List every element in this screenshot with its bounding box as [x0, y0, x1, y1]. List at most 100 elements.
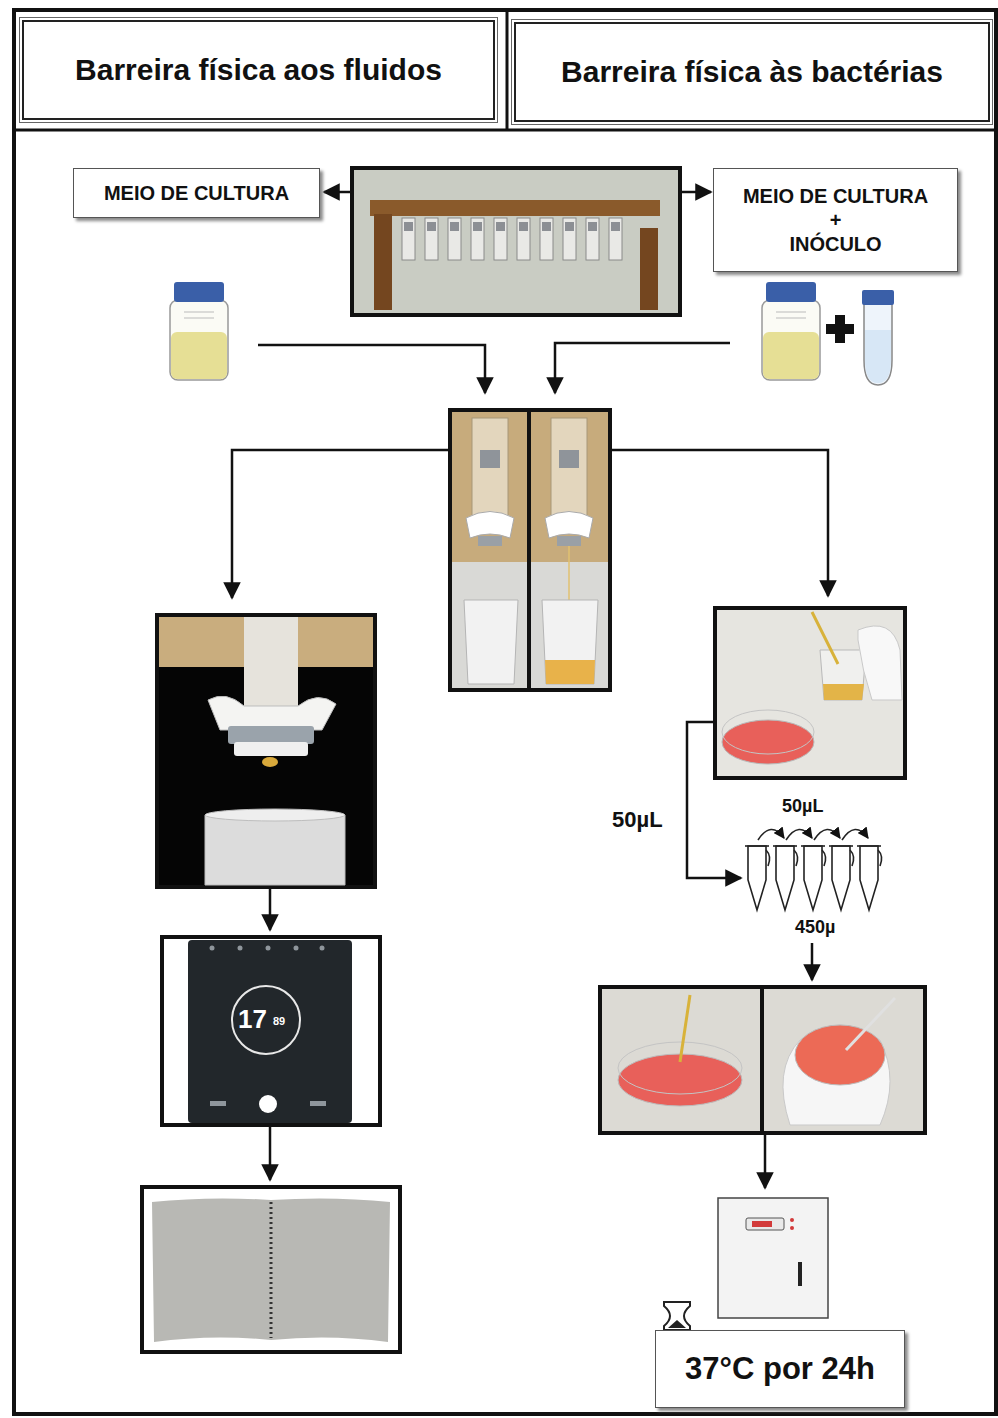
rack-photo-part-part — [540, 218, 553, 260]
rack-photo-part-part — [450, 222, 459, 231]
culture-medium-bottle-part — [763, 332, 819, 379]
microtube-dilution-series-part-part — [878, 850, 882, 866]
microtube-dilution-series-part — [745, 846, 882, 866]
plating-photos-part — [760, 987, 764, 1133]
rack-photo-part-part — [496, 222, 505, 231]
timer-reading: 89 — [273, 1015, 285, 1027]
volume-label: 50µL — [782, 797, 823, 817]
flow-arrows-part — [680, 191, 711, 194]
medium-inoculum-box: MEIO DE CULTURA+INÓCULO — [713, 168, 958, 272]
fluid-drip-photo-part — [244, 617, 298, 707]
filtration-photo-part — [542, 600, 598, 684]
filtration-photo-part — [480, 450, 500, 468]
outer-frame-part — [506, 10, 509, 130]
microtube-dilution-series-part-part — [758, 829, 784, 840]
hourglass-icon-part — [668, 1320, 686, 1328]
filtration-photo-part — [568, 546, 570, 600]
rack-photo-part-part — [565, 222, 574, 231]
rack-photo-part-part — [563, 218, 576, 260]
incubator-part — [790, 1226, 794, 1230]
rack-photo-part-part — [609, 218, 622, 260]
rack-photo-part-part — [404, 222, 413, 231]
rack-photo-part-part — [517, 218, 530, 260]
notebook-part — [152, 1198, 390, 1342]
filtration-photo — [450, 410, 610, 690]
culture-medium-bottle-part — [184, 312, 214, 313]
plating-photos — [600, 987, 925, 1133]
hourglass-icon-part — [664, 1302, 690, 1330]
rack-photo-part-part — [471, 218, 484, 260]
culture-medium-bottle-part — [184, 318, 214, 319]
plating-photos-part — [618, 1042, 742, 1094]
flow-arrows-part — [687, 722, 741, 878]
stopwatch-phone-part-part — [266, 946, 271, 951]
pipetting-photo — [715, 608, 905, 778]
rack-photo-part-part — [448, 218, 461, 260]
plus-sign — [826, 315, 854, 343]
filtration-photo-part — [527, 410, 531, 690]
microtube-dilution-series-part-part — [745, 845, 769, 847]
microtube-dilution-series-part-part — [748, 846, 766, 910]
rack-photo-part — [404, 222, 620, 231]
fluid-drip-photo-part — [208, 696, 336, 730]
outer-frame-part — [14, 10, 996, 1414]
medium-label-box: MEIO DE CULTURA — [73, 168, 320, 218]
fluid-drip-photo — [157, 615, 375, 887]
box-text: 37°C por 24h — [685, 1350, 875, 1387]
timer-reading: 17 — [238, 1005, 267, 1034]
box-text: + — [830, 208, 842, 232]
stopwatch-phone-part — [210, 1101, 226, 1106]
outer-frame — [14, 10, 996, 1414]
stopwatch-phone-part — [259, 1095, 277, 1113]
box-text: Barreira física aos fluidos — [75, 52, 442, 88]
inoculum-tube — [862, 290, 894, 385]
flow-arrows-part — [269, 889, 272, 930]
box-text: MEIO DE CULTURA — [743, 184, 928, 208]
culture-medium-bottle-part — [766, 282, 816, 302]
stopwatch-phone-part — [210, 946, 325, 951]
plating-photos-part — [846, 998, 895, 1050]
rack-photo-part-part — [586, 218, 599, 260]
filtration-photo-part — [466, 512, 514, 539]
microtube-dilution-series-part-part — [776, 846, 794, 910]
rack-photo-part-part — [494, 218, 507, 260]
rack-photo-part — [374, 214, 392, 310]
flow-arrows-part — [610, 450, 828, 596]
pipetting-photo-part — [820, 650, 866, 700]
culture-medium-bottle-part — [776, 318, 806, 319]
volume-label: 50µL — [612, 808, 663, 832]
stopwatch-phone-part-part — [320, 946, 325, 951]
microtube-dilution-series-part-part — [850, 850, 854, 866]
fluid-drip-photo-part — [205, 815, 345, 885]
microtube-dilution-series-part-part — [814, 829, 840, 840]
filtration-photo-part — [551, 418, 587, 518]
pipetting-photo-part — [722, 720, 814, 764]
stopwatch-phone — [162, 937, 380, 1125]
incubator-part — [790, 1218, 794, 1222]
microtube-dilution-series — [745, 829, 882, 910]
stopwatch-phone-part — [232, 986, 300, 1054]
microtube-dilution-series-part-part — [786, 829, 812, 840]
inoculum-tube-part — [862, 290, 894, 305]
stopwatch-phone-part-part — [210, 946, 215, 951]
filtration-photo-part — [530, 412, 608, 562]
rack-photo-part-part — [611, 222, 620, 231]
microtube-dilution-series-part-part — [857, 845, 881, 847]
culture-medium-bottle-part — [170, 300, 228, 380]
plating-photos-part — [783, 1025, 890, 1125]
incubator-part — [752, 1221, 772, 1227]
stopwatch-phone-part — [188, 940, 352, 1123]
incubator-part — [718, 1198, 828, 1318]
pipetting-photo-part — [812, 612, 838, 664]
pipetting-photo-part — [858, 626, 902, 700]
box-text: MEIO DE CULTURA — [104, 181, 289, 205]
microtube-dilution-series-part-part — [860, 846, 878, 910]
filtration-photo-part — [557, 536, 581, 546]
outer-frame-part — [14, 129, 996, 132]
microtube-dilution-series-part-part — [804, 846, 822, 910]
microtube-dilution-series-part-part — [773, 845, 797, 847]
rack-photo-part — [352, 168, 680, 315]
notebook-part — [142, 1187, 400, 1352]
header-box: Barreira física aos fluidos — [22, 20, 495, 120]
